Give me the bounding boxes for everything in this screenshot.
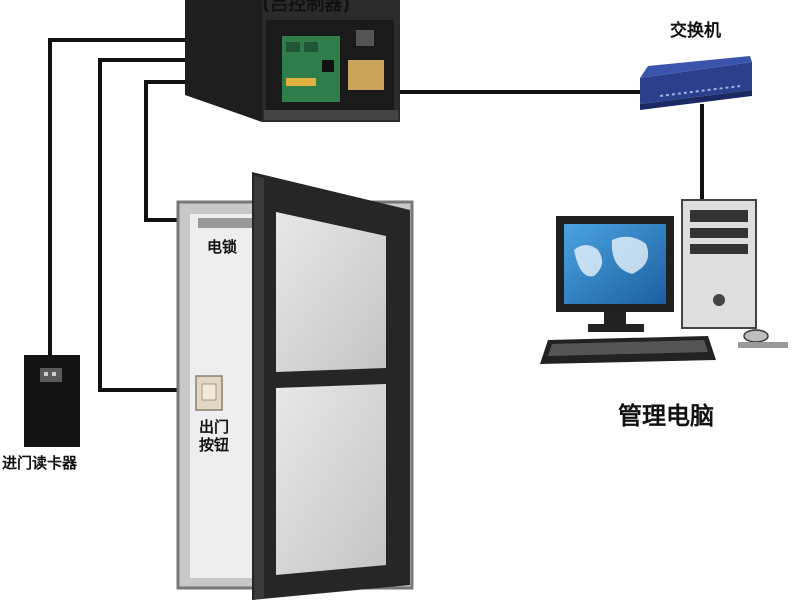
wire-controller-to-reader <box>48 38 185 355</box>
desktop-computer-icon <box>540 199 788 364</box>
pc-label: 管理电脑 <box>618 402 714 430</box>
network-switch-icon <box>640 56 752 110</box>
exit-button-label-line2: 按钮 <box>199 436 230 454</box>
wiring <box>48 38 704 392</box>
electric-lock-label: 电锁 <box>207 238 238 256</box>
card-reader-icon <box>24 355 80 447</box>
switch-label: 交换机 <box>670 21 721 41</box>
wire-controller-to-lock <box>144 80 208 222</box>
controller-box-icon <box>185 0 400 122</box>
door-icon <box>176 172 414 600</box>
exit-button-label-line1: 出门 <box>199 418 230 436</box>
exit-button-icon <box>195 375 223 411</box>
card-reader-label: 进门读卡器 <box>2 454 78 472</box>
wire-controller-to-exit-button <box>98 58 196 392</box>
door-glass-bottom <box>276 384 386 575</box>
door-glass-top <box>276 212 386 372</box>
controller-label: (吕控制器) <box>262 0 351 15</box>
exit-button-label: 出门 按钮 <box>199 418 239 454</box>
